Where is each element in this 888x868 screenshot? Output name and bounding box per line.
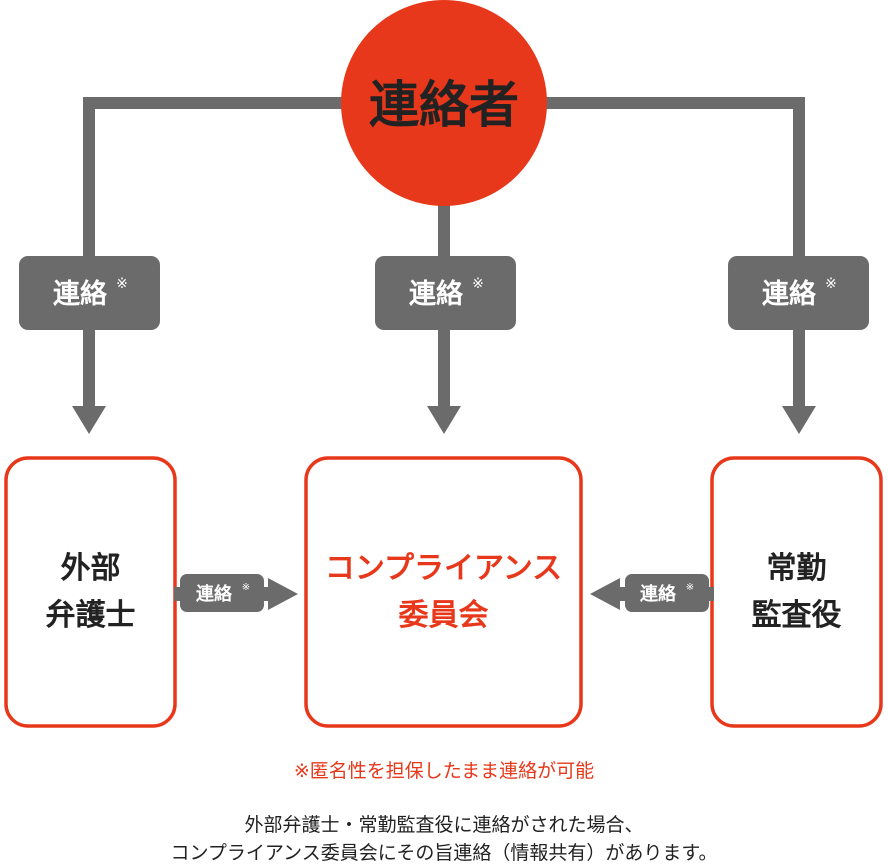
arrow-heads: [72, 406, 816, 434]
description-line1: 外部弁護士・常勤監査役に連絡がされた場合、: [244, 814, 644, 836]
contact-person-label: 連絡者: [369, 76, 519, 134]
auditor-label: 常勤 監査役: [712, 546, 881, 639]
arrow-head-center: [427, 406, 461, 434]
auditor-label-line2: 監査役: [751, 597, 842, 633]
connector-right: [524, 97, 805, 408]
lateral-badge-left-label: 連絡: [196, 583, 233, 605]
contact-person-circle: [341, 0, 547, 206]
lateral-arrow-right: 連絡 ※: [590, 574, 714, 612]
contact-badge-center-mark: ※: [472, 276, 484, 292]
lawyer-label-line2: 弁護士: [45, 597, 136, 633]
lateral-badge-right-label: 連絡: [640, 583, 677, 605]
contact-badge-left-label: 連絡: [53, 278, 108, 310]
arrow-head-right: [782, 406, 816, 434]
lawyer-label-line1: 外部: [60, 551, 121, 586]
committee-label-line1: コンプライアンス: [324, 551, 563, 586]
committee-box: [304, 456, 583, 728]
contact-badge-right-mark: ※: [825, 276, 837, 292]
lawyer-label: 外部 弁護士: [6, 546, 175, 639]
lateral-badge-right-mark: ※: [686, 582, 694, 593]
contact-badge-right: 連絡 ※: [728, 256, 869, 330]
lateral-arrow-left: 連絡 ※: [174, 574, 298, 612]
anonymity-footnote: ※匿名性を担保したまま連絡が可能: [293, 760, 595, 782]
contact-badge-right-label: 連絡: [762, 278, 817, 310]
auditor-label-line1: 常勤: [766, 551, 827, 586]
committee-label-line2: 委員会: [398, 597, 489, 633]
contact-badge-left: 連絡 ※: [19, 256, 160, 330]
committee-label: コンプライアンス 委員会: [306, 546, 581, 639]
arrow-head-left: [72, 406, 106, 434]
contact-badge-left-mark: ※: [116, 276, 128, 292]
description-line2: コンプライアンス委員会にその旨連絡（情報共有）があります。: [170, 841, 718, 864]
connector-left: [83, 97, 360, 408]
contact-badge-center-label: 連絡: [409, 278, 464, 310]
description-text: 外部弁護士・常勤監査役に連絡がされた場合、 コンプライアンス委員会にその旨連絡（…: [0, 812, 888, 867]
contact-badge-center: 連絡 ※: [375, 256, 516, 330]
lateral-badge-left-mark: ※: [242, 582, 250, 593]
